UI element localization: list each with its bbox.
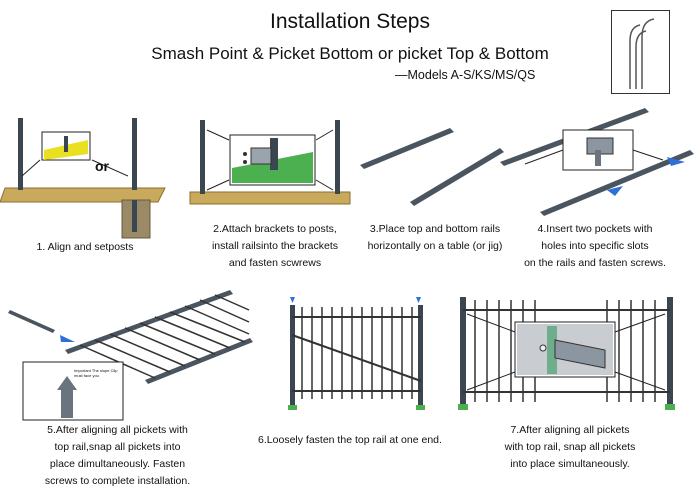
step5-illustration <box>5 290 255 421</box>
step2-illustration <box>185 110 355 210</box>
step5-caption-line1: 5.After aligning all pickets with <box>47 424 188 436</box>
step2-caption: 2.Attach brackets to posts, install rail… <box>190 221 360 272</box>
step6-illustration <box>282 295 432 420</box>
models-label: —Models A-S/KS/MS/QS <box>395 68 536 82</box>
step2-caption-line2: install railsinto the brackets <box>211 240 339 252</box>
step6-fence-drawing <box>288 297 425 410</box>
step4-caption-line2: holes into specific slots <box>541 240 649 252</box>
step4-caption: 4.Insert two pockets with holes into spe… <box>510 221 680 272</box>
step3-caption: 3.Place top and bottom rails horizontall… <box>355 221 515 255</box>
step1-illustration <box>0 110 175 240</box>
step4-caption-line3: on the rails and fasten screws. <box>524 257 666 269</box>
step5-caption-line4: screws to complete installation. <box>44 475 191 487</box>
step1-caption: 1. Align and setposts <box>36 241 134 253</box>
step3-caption-line2: horizontally on a table (or jig) <box>367 240 503 252</box>
picket-profile-drawing <box>629 18 655 89</box>
step3-caption-line1: 3.Place top and bottom rails <box>369 223 501 235</box>
step5-caption: 5.After aligning all pickets with top ra… <box>10 422 225 490</box>
step4-caption-line1: 4.Insert two pockets with <box>537 223 653 235</box>
step7-caption: 7.After aligning all pickets with top ra… <box>480 422 660 473</box>
page-subtitle: Smash Point & Picket Bottom or picket To… <box>151 44 549 63</box>
step6-caption: 6.Loosely fasten the top rail at one end… <box>258 434 442 446</box>
page-title: Installation Steps <box>270 10 430 33</box>
step5-inset-note: Important The slope Clip must face you <box>74 368 118 378</box>
step7-caption-line3: into place simultaneously. <box>510 458 630 470</box>
step2-caption-line1: 2.Attach brackets to posts, <box>213 223 337 235</box>
step2-caption-line3: and fasten scwrews <box>228 257 322 269</box>
step4-illustration <box>495 100 695 216</box>
step5-caption-line3: place dimultaneously. Fasten <box>49 458 186 470</box>
step7-caption-line2: with top rail, snap all pickets <box>504 441 636 453</box>
picket-profile-thumbnail <box>611 10 670 94</box>
step3-illustration <box>355 120 505 210</box>
step7-fence-drawing <box>458 297 675 410</box>
step7-illustration <box>455 292 687 417</box>
step5-caption-line2: top rail,snap all pickets into <box>54 441 181 453</box>
step1-or-label: or <box>95 158 109 174</box>
step7-caption-line1: 7.After aligning all pickets <box>510 424 630 436</box>
